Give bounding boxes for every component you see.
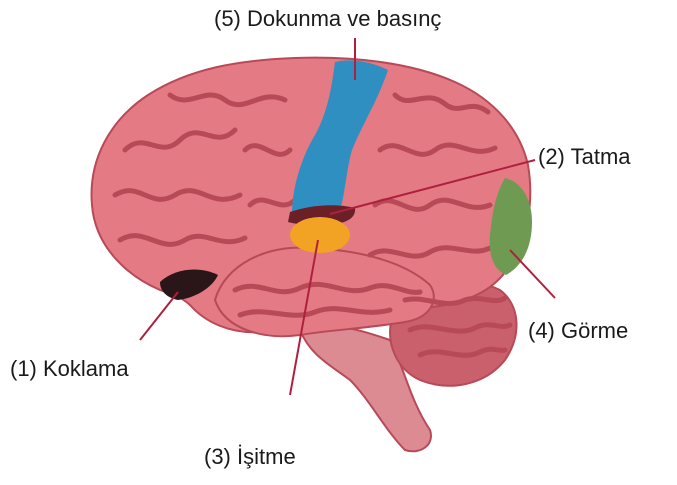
label-smell: (1) Koklama	[10, 356, 129, 382]
leader-vision	[510, 250, 555, 298]
label-taste: (2) Tatma	[538, 144, 631, 170]
label-hearing: (3) İşitme	[204, 444, 296, 470]
leader-smell	[140, 292, 178, 340]
hearing-area	[290, 217, 350, 253]
label-touch-pressure: (5) Dokunma ve basınç	[214, 6, 441, 32]
label-vision: (4) Görme	[528, 318, 628, 344]
